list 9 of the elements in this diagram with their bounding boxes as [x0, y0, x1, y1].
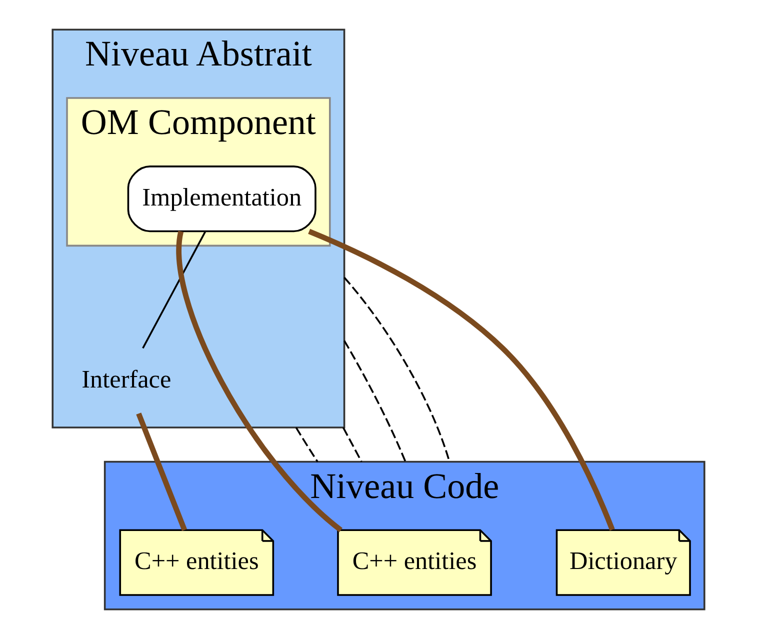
connector — [344, 340, 406, 462]
node-text: Interface — [82, 366, 172, 394]
connector — [176, 231, 343, 532]
connector — [342, 427, 362, 462]
connector — [142, 231, 206, 349]
connector — [344, 276, 450, 462]
connector — [308, 228, 615, 531]
node-box: Implementation — [127, 166, 316, 232]
connector — [295, 427, 318, 462]
